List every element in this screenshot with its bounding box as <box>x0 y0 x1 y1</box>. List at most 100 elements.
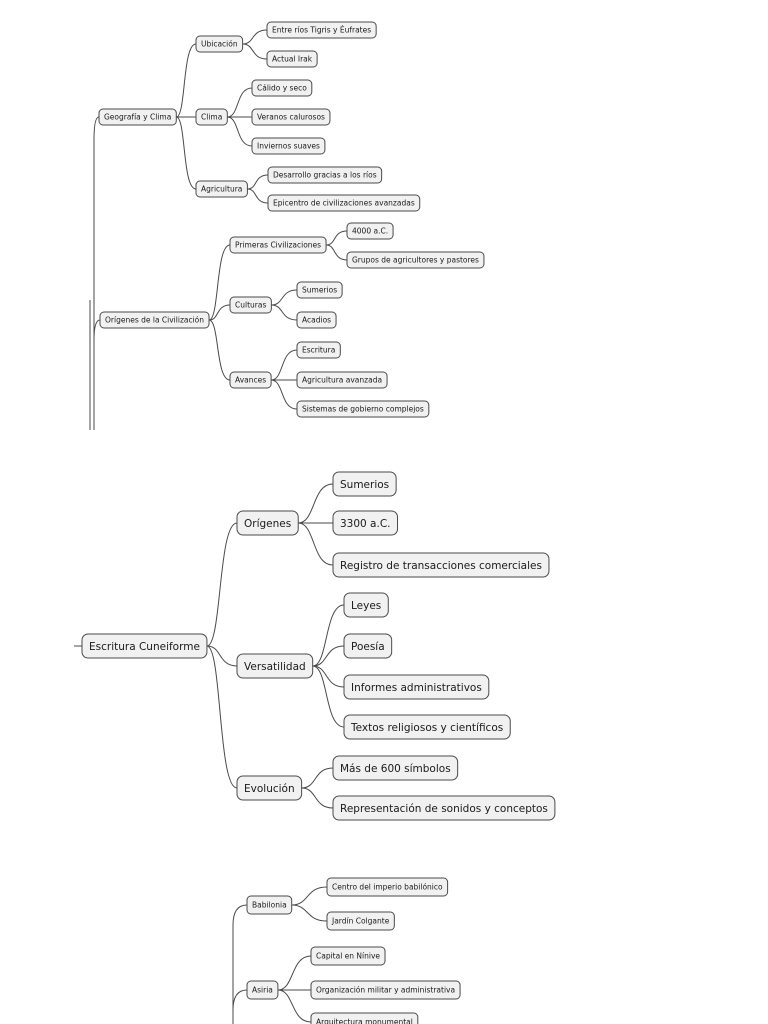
node-acadios: Acadios <box>296 311 337 329</box>
connector-primeras-ac4000 <box>326 230 348 246</box>
node-informes: Informes administrativos <box>343 674 490 700</box>
node-organiz: Organización militar y administrativa <box>310 980 461 1000</box>
node-box <box>267 194 421 212</box>
connector-cuneiforme-versat <box>206 645 238 667</box>
node-label: Representación de sonidos y conceptos <box>340 803 548 815</box>
node-epicentro: Epicentro de civilizaciones avanzadas <box>267 194 421 212</box>
node-label: Evolución <box>244 783 295 795</box>
node-label: Sumerios <box>302 286 337 295</box>
connector-culturas-sumerios1 <box>271 289 298 306</box>
node-box <box>236 653 314 679</box>
parent-connector-0 <box>93 116 100 430</box>
node-sistemas: Sistemas de gobierno complejos <box>296 400 430 418</box>
nodes: Geografía y Clima Ubicación Entre ríos Tig… <box>98 21 485 418</box>
node-box <box>195 108 228 126</box>
node-label: Organización militar y administrativa <box>316 986 455 995</box>
node-box <box>296 400 430 418</box>
connector-clima-inviernos <box>227 116 253 147</box>
connector-versat-informes <box>312 665 345 688</box>
node-label: Babilonia <box>252 901 287 910</box>
connector-ubic-tigris <box>242 29 268 45</box>
connector-asiria-capital <box>277 955 312 991</box>
node-box <box>332 552 550 578</box>
node-label: Escritura <box>302 346 335 355</box>
node-box <box>246 980 279 1000</box>
node-ubic: Ubicación <box>195 35 244 53</box>
node-box <box>310 946 386 966</box>
node-culturas: Culturas <box>229 296 272 314</box>
connector-avances-sistemas <box>271 379 298 410</box>
node-box <box>343 633 393 659</box>
node-versat: Versatilidad <box>236 653 314 679</box>
node-poesia: Poesía <box>343 633 393 659</box>
connector-evol-repres <box>301 787 334 809</box>
node-mas600: Más de 600 símbolos <box>332 755 459 781</box>
node-box <box>296 311 337 329</box>
node-avances: Avances <box>229 371 272 389</box>
node-box <box>251 108 331 126</box>
node-desarrollo: Desarrollo gracias a los ríos <box>267 166 383 184</box>
node-label: Versatilidad <box>244 661 306 673</box>
node-box <box>229 371 272 389</box>
node-label: Epicentro de civilizaciones avanzadas <box>273 199 415 208</box>
connector-origenes-avances <box>208 319 231 381</box>
node-agriav: Agricultura avanzada <box>296 371 388 389</box>
node-agri: Agricultura <box>195 180 248 198</box>
connector-babilonia-jardin <box>291 904 328 922</box>
connector-clima-calido <box>227 87 253 118</box>
node-jardin: Jardín Colgante <box>326 911 395 931</box>
node-label: Acadios <box>302 316 331 325</box>
node-box <box>81 633 208 659</box>
node-box <box>310 1012 419 1024</box>
node-primeras: Primeras Civilizaciones <box>229 236 327 254</box>
connector-orig2-sum2 <box>298 483 334 524</box>
parent-connector-0 <box>232 904 248 1024</box>
node-box <box>98 108 177 126</box>
node-label: Escritura Cuneiforme <box>89 641 200 653</box>
node-label: Informes administrativos <box>351 682 482 694</box>
connector-origenes-culturas <box>208 304 231 321</box>
connector-geo-ubic <box>175 43 197 118</box>
node-box <box>343 674 490 700</box>
node-label: Clima <box>201 113 222 122</box>
node-box <box>236 775 303 801</box>
node-tigris: Entre ríos Tigris y Éufrates <box>266 21 377 39</box>
node-sumerios1: Sumerios <box>296 281 343 299</box>
nodes: Babilonia Centro del imperio babilónicoJa… <box>246 877 461 1024</box>
node-box <box>195 180 248 198</box>
connector-avances-escritura1 <box>271 349 298 381</box>
node-label: Agricultura avanzada <box>302 376 382 385</box>
node-cuneiforme: Escritura Cuneiforme <box>81 633 208 659</box>
node-label: Desarrollo gracias a los ríos <box>273 171 377 180</box>
node-box <box>246 895 293 915</box>
node-box <box>251 79 313 97</box>
node-label: Actual Irak <box>272 55 313 64</box>
mind-map-diagram-1: Geografía y Clima Ubicación Entre ríos Tig… <box>89 21 485 430</box>
node-ac3300: 3300 a.C. <box>332 510 399 536</box>
node-grupos: Grupos de agricultores y pastores <box>346 251 485 269</box>
node-box <box>99 311 210 329</box>
node-veranos: Veranos calurosos <box>251 108 331 126</box>
node-box <box>195 35 244 53</box>
node-box <box>266 50 318 68</box>
node-box <box>346 251 485 269</box>
node-label: Arquitectura monumental <box>316 1018 413 1024</box>
node-centro: Centro del imperio babilónico <box>326 877 449 897</box>
node-box <box>343 714 511 740</box>
node-textos: Textos religiosos y científicos <box>343 714 511 740</box>
connector-orig2-registro <box>298 522 334 566</box>
node-box <box>326 877 449 897</box>
node-geo: Geografía y Clima <box>98 108 177 126</box>
node-label: Registro de transacciones comerciales <box>340 560 542 572</box>
node-label: Sistemas de gobierno complejos <box>302 405 424 414</box>
connector-origenes-primeras <box>208 244 231 321</box>
node-box <box>229 236 327 254</box>
node-origenes: Orígenes de la Civilización <box>99 311 210 329</box>
node-asiria: Asiria <box>246 980 279 1000</box>
connector-cuneiforme-orig2 <box>206 522 238 647</box>
node-box <box>296 281 343 299</box>
node-box <box>332 795 556 821</box>
connector-versat-poesia <box>312 645 345 667</box>
node-box <box>251 137 326 155</box>
